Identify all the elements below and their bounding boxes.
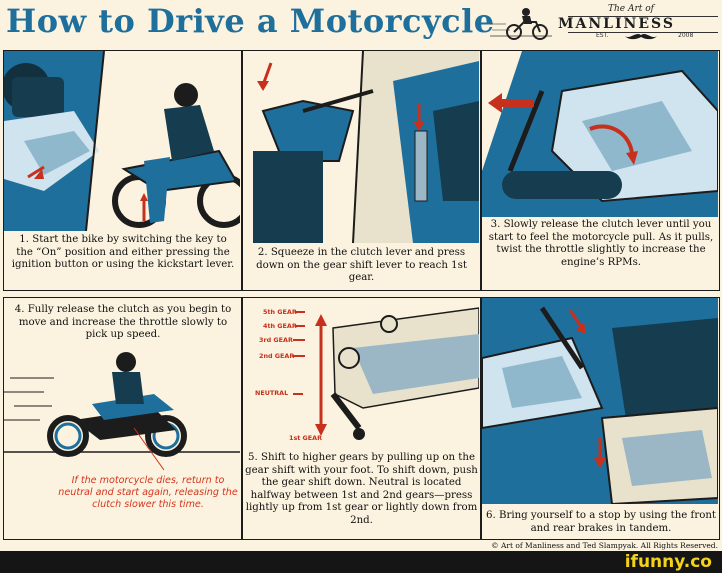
- mustache-icon: [625, 33, 657, 40]
- gear-labels: 5th GEAR 4th GEAR 3rd GEAR 2nd GEAR NEUT…: [255, 308, 322, 442]
- step-4-caption: 4. Fully release the clutch as you begin…: [14, 304, 232, 340]
- step-6-panel: 6. Bring yourself to a stop by using the…: [481, 297, 720, 540]
- ifunny-logo: ifunny.co: [624, 552, 712, 572]
- gear-5-label: 5th GEAR: [263, 308, 297, 316]
- step-3-caption: 3. Slowly release the clutch lever until…: [488, 219, 714, 268]
- page-title: How to Drive a Motorcycle: [6, 2, 495, 40]
- neutral-label: NEUTRAL: [255, 389, 288, 397]
- divider: [568, 32, 718, 33]
- step-5-panel: 5th GEAR 4th GEAR 3rd GEAR 2nd GEAR NEUT…: [242, 297, 481, 540]
- motorcycle-logo-icon: [490, 8, 552, 40]
- gear-3-label: 3rd GEAR: [259, 336, 293, 344]
- step-2-panel: 2. Squeeze in the clutch lever and press…: [242, 50, 481, 291]
- footer-bar: ifunny.co: [0, 551, 722, 573]
- gear-2-label: 2nd GEAR: [259, 352, 294, 360]
- step-3-panel: 3. Slowly release the clutch lever until…: [481, 50, 720, 291]
- gear-1-label: 1st GEAR: [289, 434, 322, 442]
- step-4-note: If the motorcycle dies, return to neutra…: [58, 475, 238, 510]
- step-4-panel: 4. Fully release the clutch as you begin…: [3, 297, 242, 540]
- gear-4-label: 4th GEAR: [263, 322, 297, 330]
- throttle-illustration: [482, 51, 718, 217]
- riding-illustration: [4, 352, 240, 471]
- brand-logo: The Art of MANLINESS EST. 2008: [486, 4, 718, 44]
- braking-illustration: [482, 298, 718, 504]
- divider: [568, 16, 718, 17]
- clutch-gear-illustration: [243, 51, 479, 243]
- step-2-caption: 2. Squeeze in the clutch lever and press…: [256, 247, 467, 283]
- step-6-caption: 6. Bring yourself to a stop by using the…: [486, 510, 716, 534]
- kickstart-illustration: [4, 51, 240, 231]
- step-1-caption: 1. Start the bike by switching the key t…: [11, 234, 235, 270]
- brand-name: MANLINESS: [558, 16, 675, 32]
- brand-tagline: The Art of: [608, 4, 655, 14]
- step-5-caption: 5. Shift to higher gears by pulling up o…: [245, 452, 478, 526]
- brand-est: EST.: [596, 32, 609, 39]
- copyright-text: © Art of Manliness and Ted Slampyak. All…: [491, 541, 718, 550]
- step-1-panel: 1. Start the bike by switching the key t…: [3, 50, 242, 291]
- gear-shift-illustration: 5th GEAR 4th GEAR 3rd GEAR 2nd GEAR NEUT…: [243, 298, 479, 448]
- brand-year: 2008: [678, 32, 694, 39]
